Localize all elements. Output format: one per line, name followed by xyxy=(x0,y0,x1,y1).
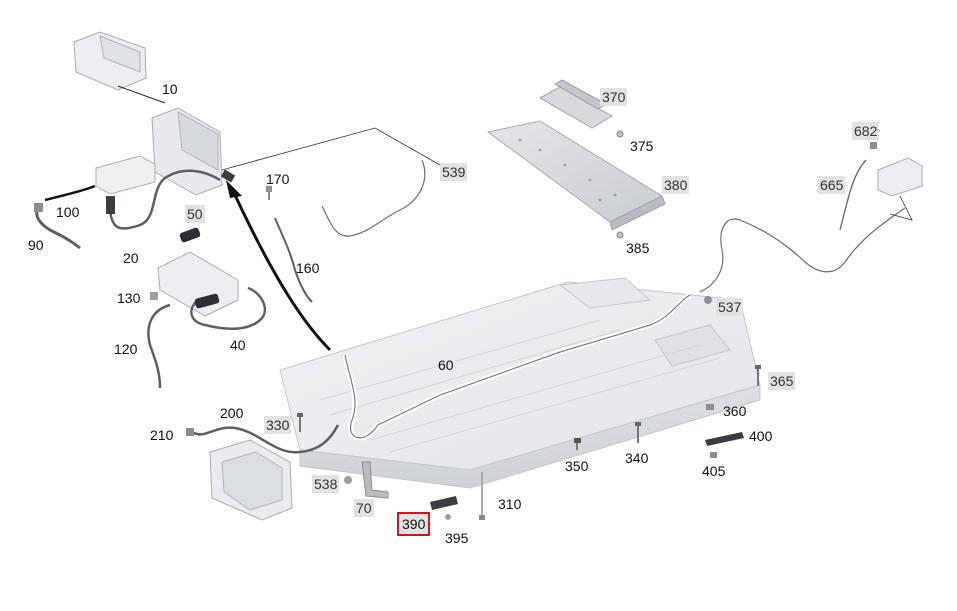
callout-539[interactable]: 539 xyxy=(440,163,468,181)
bolt-350[interactable] xyxy=(574,438,581,450)
control-unit-10[interactable] xyxy=(73,31,147,91)
bracket-400[interactable] xyxy=(705,432,744,446)
link-line-539 xyxy=(221,127,441,171)
callout-160[interactable]: 160 xyxy=(296,260,320,276)
link-line-665 xyxy=(889,195,913,221)
callout-390[interactable]: 390 xyxy=(397,512,431,536)
cable-160[interactable] xyxy=(274,217,313,303)
callout-170[interactable]: 170 xyxy=(266,171,290,187)
callout-400[interactable]: 400 xyxy=(749,428,773,444)
connector-50[interactable] xyxy=(179,227,201,243)
cable-200[interactable] xyxy=(186,424,340,454)
bolt-330[interactable] xyxy=(297,413,303,432)
callout-385[interactable]: 385 xyxy=(626,240,650,256)
clip-390[interactable] xyxy=(430,496,458,510)
cover-plate-380[interactable] xyxy=(486,120,666,231)
clip-538[interactable] xyxy=(344,476,352,484)
bracket-70[interactable] xyxy=(361,461,389,499)
cable-20[interactable] xyxy=(106,169,236,230)
callout-130[interactable]: 130 xyxy=(117,290,141,306)
bolt-340[interactable] xyxy=(635,422,641,443)
cable-539[interactable] xyxy=(319,159,428,239)
clip-405[interactable] xyxy=(710,452,717,458)
callout-350[interactable]: 350 xyxy=(565,458,589,474)
cable-40[interactable] xyxy=(190,286,267,330)
callout-70[interactable]: 70 xyxy=(354,499,374,517)
module-100[interactable] xyxy=(95,155,156,195)
callout-395[interactable]: 395 xyxy=(445,530,469,546)
screw-385[interactable] xyxy=(616,231,624,239)
drive-unit[interactable] xyxy=(209,439,293,521)
callout-200[interactable]: 200 xyxy=(220,405,244,421)
clip-360[interactable] xyxy=(706,404,714,410)
cable-harness-60[interactable] xyxy=(342,292,692,441)
callout-365[interactable]: 365 xyxy=(768,372,796,390)
callout-340[interactable]: 340 xyxy=(625,450,649,466)
bolt-365[interactable] xyxy=(755,365,761,386)
callout-100[interactable]: 100 xyxy=(56,204,80,220)
direction-arrow xyxy=(226,180,332,352)
callout-330[interactable]: 330 xyxy=(264,416,292,434)
callout-370[interactable]: 370 xyxy=(600,88,628,106)
cable-665[interactable] xyxy=(698,159,907,295)
fastener-130[interactable] xyxy=(150,292,158,300)
callout-360[interactable]: 360 xyxy=(723,403,747,419)
callout-210[interactable]: 210 xyxy=(150,427,174,443)
screw-375[interactable] xyxy=(616,130,624,138)
clip-537[interactable] xyxy=(704,296,712,304)
callout-20[interactable]: 20 xyxy=(123,250,139,266)
cable-90[interactable] xyxy=(34,203,81,250)
callout-10[interactable]: 10 xyxy=(162,81,178,97)
bolt-310[interactable] xyxy=(479,472,485,520)
callout-538[interactable]: 538 xyxy=(312,475,340,493)
nut-395[interactable] xyxy=(445,514,451,520)
clip-682[interactable] xyxy=(870,142,877,149)
leader-100 xyxy=(44,184,96,202)
callout-50[interactable]: 50 xyxy=(185,205,205,223)
callout-375[interactable]: 375 xyxy=(630,138,654,154)
callout-665[interactable]: 665 xyxy=(818,176,846,194)
callout-310[interactable]: 310 xyxy=(498,496,522,512)
callout-682[interactable]: 682 xyxy=(852,122,880,140)
callout-60[interactable]: 60 xyxy=(438,357,454,373)
cable-120[interactable] xyxy=(147,303,171,389)
callout-405[interactable]: 405 xyxy=(702,463,726,479)
module-665[interactable] xyxy=(877,157,923,197)
callout-90[interactable]: 90 xyxy=(28,237,44,253)
callout-380[interactable]: 380 xyxy=(662,176,690,194)
callout-40[interactable]: 40 xyxy=(230,337,246,353)
callout-120[interactable]: 120 xyxy=(114,341,138,357)
callout-537[interactable]: 537 xyxy=(716,298,744,316)
screw-170[interactable] xyxy=(266,186,272,200)
leader-10 xyxy=(117,85,166,104)
bracket-370[interactable] xyxy=(538,79,613,129)
